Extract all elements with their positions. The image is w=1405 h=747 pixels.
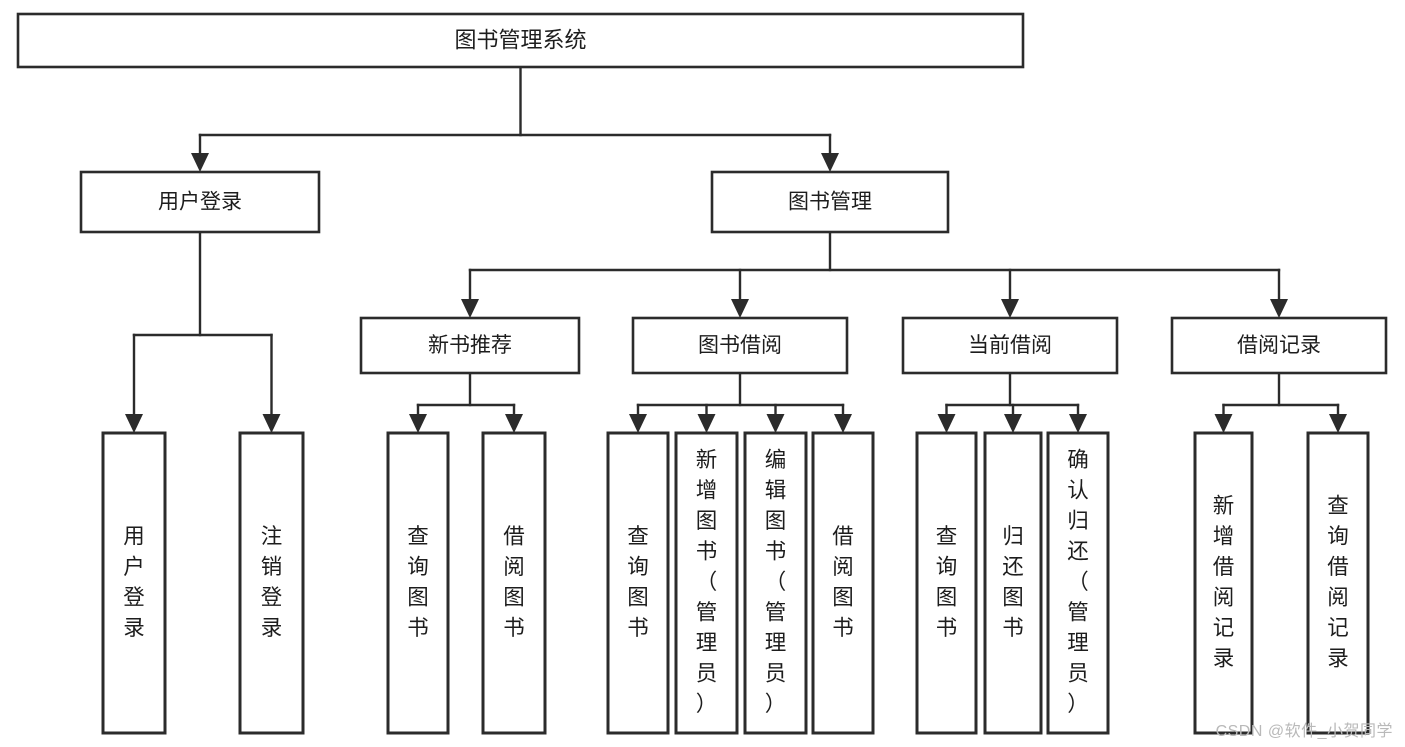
node-label: 查询借阅记录 [1327, 493, 1349, 670]
node-label: 用户登录 [123, 524, 145, 640]
node-label: 当前借阅 [968, 334, 1052, 357]
node-rect[interactable] [811, 431, 875, 735]
node-level2-用户登录[interactable]: 用户登录 [79, 170, 321, 234]
edge-图书管理-to-当前借阅-arrowhead [1001, 299, 1019, 318]
node-leaf-注销登录[interactable]: 注销登录 [238, 431, 305, 735]
node-rect[interactable] [1306, 431, 1370, 735]
node-rect[interactable] [79, 170, 321, 234]
edge-当前借阅-to-确认归还管理员-arrowhead [1069, 414, 1087, 433]
node-leaf-借阅图书[interactable]: 借阅图书 [481, 431, 547, 735]
node-rect[interactable] [631, 316, 849, 375]
node-label: 图书管理 [788, 191, 872, 214]
node-label: 图书借阅 [698, 334, 782, 357]
node-level3-当前借阅[interactable]: 当前借阅 [901, 316, 1119, 375]
node-label: 查询图书 [627, 524, 649, 640]
edge-新书推荐-to-借阅图书-arrowhead [505, 414, 523, 433]
node-label: 新增图书（管理员） [696, 448, 718, 716]
node-label: 查询图书 [407, 524, 429, 640]
node-label: 新增借阅记录 [1213, 493, 1235, 670]
node-leaf-新增借阅记录[interactable]: 新增借阅记录 [1193, 431, 1254, 735]
edge-图书借阅-to-新增图书管理员-arrowhead [697, 414, 716, 433]
node-rect[interactable] [915, 431, 978, 735]
node-leaf-查询借阅记录[interactable]: 查询借阅记录 [1306, 431, 1370, 735]
edge-新书推荐-to-查询图书-arrowhead [409, 414, 427, 433]
node-label: 图书管理系统 [454, 27, 586, 52]
node-leaf-查询图书[interactable]: 查询图书 [915, 431, 978, 735]
node-label: 借阅图书 [503, 524, 525, 640]
edge-图书管理-to-图书借阅-arrowhead [731, 299, 749, 318]
node-label: 归还图书 [1002, 524, 1024, 640]
edge-图书管理-to-新书推荐-arrowhead [461, 299, 479, 318]
node-rect[interactable] [101, 431, 167, 735]
node-leaf-确认归还管理员[interactable]: 确认归还（管理员） [1046, 431, 1110, 735]
node-rect[interactable] [16, 12, 1025, 69]
node-level3-借阅记录[interactable]: 借阅记录 [1170, 316, 1388, 375]
node-rect[interactable] [983, 431, 1043, 735]
node-rect[interactable] [359, 316, 581, 375]
node-label: 编辑图书（管理员） [765, 448, 787, 716]
node-rect[interactable] [386, 431, 450, 735]
edge-图书管理系统-to-图书管理-arrowhead [821, 153, 839, 172]
node-level3-新书推荐[interactable]: 新书推荐 [359, 316, 581, 375]
node-leaf-用户登录[interactable]: 用户登录 [101, 431, 167, 735]
edge-图书管理-to-借阅记录-arrowhead [1270, 299, 1288, 318]
node-label: 注销登录 [261, 524, 283, 640]
connector-layer [125, 65, 1347, 433]
node-layer: 图书管理系统用户登录图书管理新书推荐图书借阅当前借阅借阅记录用户登录注销登录查询… [16, 12, 1388, 735]
node-leaf-查询图书[interactable]: 查询图书 [606, 431, 670, 735]
node-label: 用户登录 [158, 191, 242, 214]
edge-用户登录-to-注销登录-arrowhead [262, 414, 281, 433]
node-label: 新书推荐 [428, 334, 512, 357]
node-leaf-编辑图书管理员[interactable]: 编辑图书（管理员） [743, 431, 808, 735]
edge-当前借阅-to-查询图书-arrowhead [937, 414, 956, 433]
edge-图书借阅-to-借阅图书-arrowhead [834, 414, 852, 433]
node-leaf-借阅图书[interactable]: 借阅图书 [811, 431, 875, 735]
node-leaf-归还图书[interactable]: 归还图书 [983, 431, 1043, 735]
node-leaf-查询图书[interactable]: 查询图书 [386, 431, 450, 735]
edge-借阅记录-to-查询借阅记录-arrowhead [1329, 414, 1347, 433]
edge-借阅记录-to-新增借阅记录-arrowhead [1214, 414, 1233, 433]
node-rect[interactable] [606, 431, 670, 735]
node-level3-图书借阅[interactable]: 图书借阅 [631, 316, 849, 375]
edge-图书借阅-to-查询图书-arrowhead [629, 414, 647, 433]
edge-图书管理系统-to-用户登录-arrowhead [191, 153, 209, 172]
node-rect[interactable] [1046, 431, 1110, 735]
node-rect[interactable] [238, 431, 305, 735]
node-leaf-新增图书管理员[interactable]: 新增图书（管理员） [674, 431, 739, 735]
node-rect[interactable] [1193, 431, 1254, 735]
node-rect[interactable] [674, 431, 739, 735]
node-rect[interactable] [1170, 316, 1388, 375]
edge-图书借阅-to-编辑图书管理员-arrowhead [766, 414, 785, 433]
node-rect[interactable] [481, 431, 547, 735]
node-label: 查询图书 [936, 524, 958, 640]
node-label: 借阅图书 [832, 524, 854, 640]
node-rect[interactable] [901, 316, 1119, 375]
node-rect[interactable] [710, 170, 950, 234]
edge-用户登录-to-用户登录-arrowhead [125, 414, 143, 433]
node-root-图书管理系统[interactable]: 图书管理系统 [16, 12, 1025, 69]
edge-当前借阅-to-归还图书-arrowhead [1004, 414, 1022, 433]
node-label: 确认归还（管理员） [1067, 448, 1089, 716]
node-rect[interactable] [743, 431, 808, 735]
csdn-watermark: CSDN @软件_小贺同学 [1215, 723, 1393, 740]
node-label: 借阅记录 [1237, 334, 1321, 357]
node-level2-图书管理[interactable]: 图书管理 [710, 170, 950, 234]
